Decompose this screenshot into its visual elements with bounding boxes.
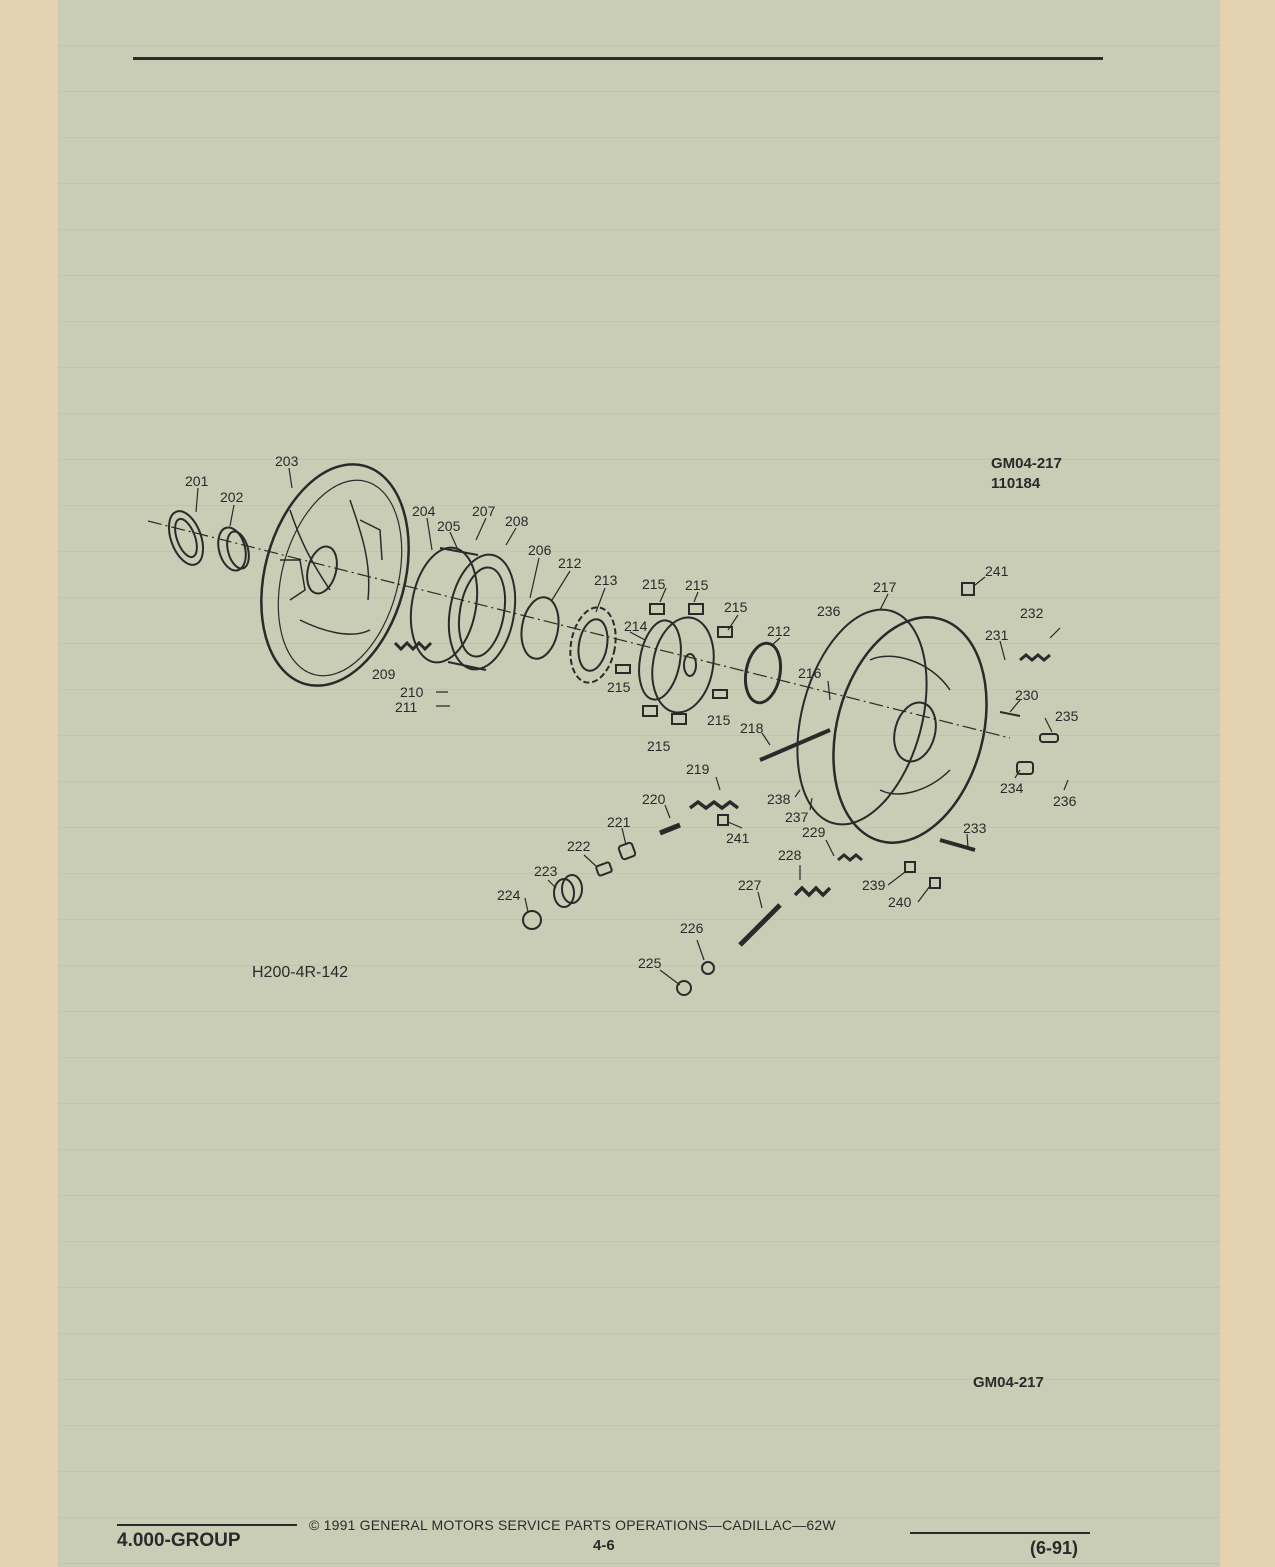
callout-215-b: 215 [685, 577, 709, 593]
callout-215-d: 215 [607, 679, 631, 695]
callout-231: 231 [985, 627, 1009, 643]
footer-page-number: 4-6 [593, 1537, 615, 1554]
callout-241-b: 241 [726, 830, 750, 846]
callout-211: 211 [395, 699, 418, 715]
callout-217: 217 [873, 579, 897, 595]
footer-date: (6-91) [1030, 1538, 1079, 1558]
callout-219: 219 [686, 761, 710, 777]
callout-241-a: 241 [985, 563, 1009, 579]
callout-222: 222 [567, 838, 591, 854]
callout-235: 235 [1055, 708, 1079, 724]
callout-236-b: 236 [1053, 793, 1077, 809]
callout-230: 230 [1015, 687, 1039, 703]
footer-copyright: © 1991 GENERAL MOTORS SERVICE PARTS OPER… [309, 1517, 836, 1533]
figure-code: GM04-217 [991, 455, 1062, 472]
figure-number: 110184 [991, 475, 1041, 492]
callout-225: 225 [638, 955, 662, 971]
footer-group: 4.000-GROUP [117, 1530, 241, 1551]
footer-rule-left [117, 1524, 297, 1526]
callout-212-a: 212 [558, 555, 582, 571]
callout-232: 232 [1020, 605, 1044, 621]
callout-215-f: 215 [647, 738, 671, 754]
callout-234: 234 [1000, 780, 1024, 796]
figure-code-bottom: GM04-217 [973, 1374, 1044, 1391]
callout-215-e: 215 [707, 712, 731, 728]
exploded-parts-diagram: 201 202 203 204 205 206 207 208 209 210 … [147, 453, 1079, 996]
callout-228: 228 [778, 847, 802, 863]
callout-238: 238 [767, 791, 791, 807]
callout-210: 210 [400, 684, 424, 700]
top-rule [133, 57, 1103, 60]
callout-223: 223 [534, 863, 558, 879]
callout-215-a: 215 [642, 576, 666, 592]
callout-218: 218 [740, 720, 764, 736]
callout-203: 203 [275, 453, 299, 469]
callout-206: 206 [528, 542, 552, 558]
callout-233: 233 [963, 820, 987, 836]
callout-226: 226 [680, 920, 704, 936]
callout-214: 214 [624, 618, 648, 634]
callout-labels: 201 202 203 204 205 206 207 208 209 210 … [185, 453, 1079, 971]
callout-240: 240 [888, 894, 912, 910]
callout-239: 239 [862, 877, 886, 893]
callout-224: 224 [497, 887, 521, 903]
callout-220: 220 [642, 791, 666, 807]
parts-sheet [58, 0, 1220, 1567]
page-footer: 4.000-GROUP © 1991 GENERAL MOTORS SERVIC… [0, 1510, 1275, 1567]
callout-212-b: 212 [767, 623, 791, 639]
callout-207: 207 [472, 503, 496, 519]
footer-rule-right [910, 1532, 1090, 1534]
view-code: H200-4R-142 [252, 964, 349, 981]
callout-216: 216 [798, 665, 822, 681]
callout-205: 205 [437, 518, 461, 534]
callout-209: 209 [372, 666, 396, 682]
figure-id: GM04-217 110184 [991, 454, 1062, 494]
callout-237: 237 [785, 809, 809, 825]
callout-227: 227 [738, 877, 762, 893]
callout-229: 229 [802, 824, 826, 840]
callout-215-c: 215 [724, 599, 748, 615]
callout-208: 208 [505, 513, 529, 529]
callout-221: 221 [607, 814, 631, 830]
callout-213: 213 [594, 572, 618, 588]
callout-202: 202 [220, 489, 244, 505]
callout-201: 201 [185, 473, 209, 489]
callout-204: 204 [412, 503, 436, 519]
callout-236-a: 236 [817, 603, 841, 619]
